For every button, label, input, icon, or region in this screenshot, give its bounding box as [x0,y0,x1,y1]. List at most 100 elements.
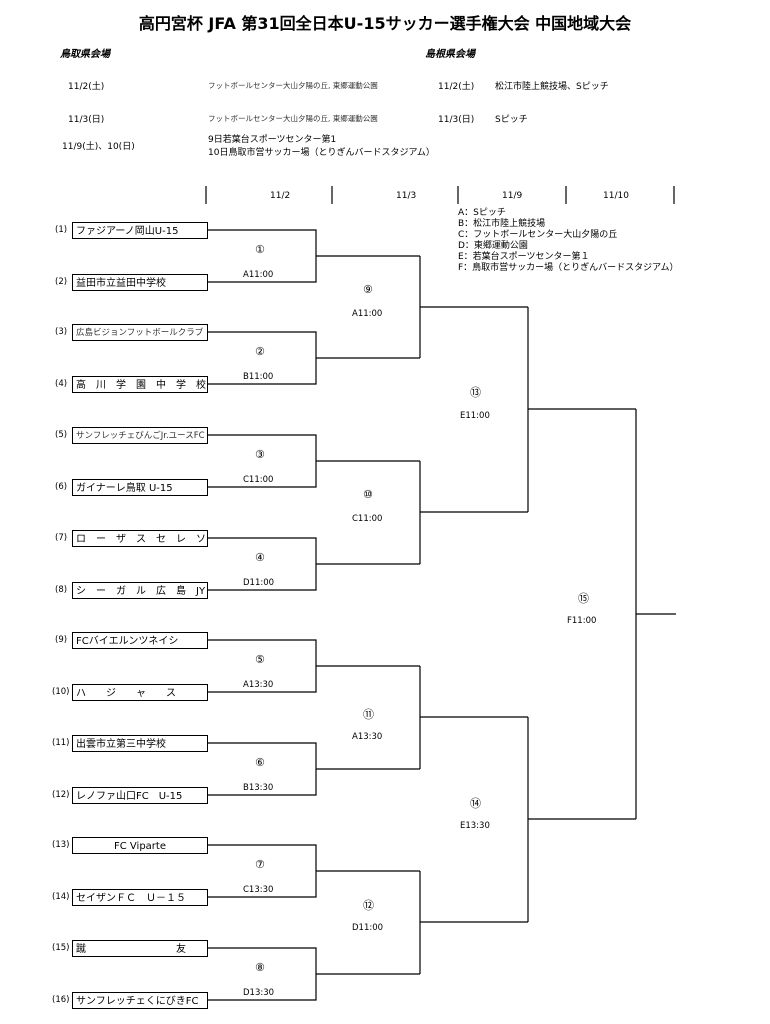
team-box: FCバイエルンツネイシ [72,632,208,649]
legend-item-a: A：Sピッチ [458,208,506,218]
tottori-date-3: 11/9(土)、10(日) [62,142,135,152]
bracket-r3-m13 [527,307,636,512]
match-time: E13:30 [460,821,490,831]
match-number: ⑤ [255,653,265,666]
round-date-2: 11/3 [396,191,417,201]
bracket-r2-m12 [419,871,528,974]
match-time: B13:30 [243,783,274,793]
team-box: 出雲市立第三中学校 [72,735,208,752]
match-time: C11:00 [352,514,383,524]
match-number: ⑬ [470,386,481,399]
team-box: ガイナーレ鳥取 U-15 [72,479,208,496]
match-number: ⑫ [363,899,374,912]
bracket-r1-m4 [208,537,420,591]
match-time: A13:30 [352,732,383,742]
team-box: レノファ山口FC U-15 [72,787,208,804]
tottori-place-2: フットボールセンター大山夕陽の丘, 東郷運動公園 [208,114,378,123]
bracket-r1-m5 [208,639,420,693]
shimane-place-2: Sピッチ [495,115,528,125]
bracket-r1-m8 [208,947,420,1001]
match-number: ⑦ [255,858,265,871]
match-number: ⑨ [363,283,373,296]
bracket-r2-m11 [419,666,528,769]
match-time: B11:00 [243,372,274,382]
team-box: シ ー ガ ル 広 島 JY [72,582,208,599]
bracket-r1-m2 [208,331,420,385]
match-number: ⑮ [578,592,589,605]
match-number: ② [255,345,265,358]
bracket-r2-m10 [419,461,528,564]
seed-label: (11) [52,738,70,748]
seed-label: (1) [55,225,68,235]
match-time: A11:00 [352,309,383,319]
tottori-venue-heading: 鳥取県会場 [60,49,110,60]
seed-label: (13) [52,840,70,850]
seed-label: (2) [55,277,68,287]
team-box: 益田市立益田中学校 [72,274,208,291]
team-box: 蹴 友 [72,940,208,957]
tottori-place-3a: 9日若葉台スポーツセンター第1 [208,135,337,145]
venue-legend: A：Sピッチ B：松江市陸上競技場 C：フットボールセンター大山夕陽の丘 D：東… [458,208,679,274]
match-time: E11:00 [460,411,490,421]
seed-label: (6) [55,482,68,492]
match-number: ④ [255,551,265,564]
legend-item-d: D：東郷運動公園 [458,241,528,251]
match-number: ⑩ [363,488,373,501]
header-tick [205,186,675,204]
bracket-r1-m7 [208,844,420,898]
match-time: D11:00 [243,578,275,588]
shimane-place-1: 松江市陸上競技場、Sピッチ [495,82,609,92]
tottori-date-1: 11/2(土) [68,82,105,92]
team-box: ロ ー ザ ス セ レ ソ ン [72,530,208,547]
seed-label: (4) [55,379,68,389]
match-time: D13:30 [243,988,275,998]
seed-label: (16) [52,995,70,1005]
page-title: 高円宮杯 JFA 第31回全日本U-15サッカー選手権大会 中国地域大会 [138,14,632,33]
round-date-4: 11/10 [603,191,629,201]
team-box: サンフレッチェくにびきFC [72,992,208,1009]
seed-label: (15) [52,943,70,953]
match-time: A11:00 [243,270,274,280]
seed-label: (10) [52,687,70,697]
seed-label: (8) [55,585,68,595]
shimane-venue-heading: 島根県会場 [425,49,475,60]
match-number: ① [255,243,265,256]
match-number: ⑧ [255,961,265,974]
team-box: ファジアーノ岡山U-15 [72,222,208,239]
legend-item-e: E：若葉台スポーツセンター第１ [458,252,590,262]
seed-label: (3) [55,327,68,337]
team-box: セイザンＦＣ Ｕ－１５ [72,889,208,906]
bracket-final-m15 [635,409,676,819]
tottori-place-1: フットボールセンター大山夕陽の丘, 東郷運動公園 [208,81,378,90]
seed-label: (12) [52,790,70,800]
match-time: F11:00 [567,616,597,626]
seed-label: (5) [55,430,68,440]
seed-label: (7) [55,533,68,543]
legend-item-b: B：松江市陸上競技場 [458,219,546,229]
match-time: D11:00 [352,923,384,933]
bracket-r1-m3 [208,434,420,488]
match-number: ⑥ [255,756,265,769]
bracket-r2-m9 [419,256,528,358]
bracket-r1-m6 [208,742,420,796]
match-time: C13:30 [243,885,274,895]
team-box: 広島ビジョンフットボールクラブ [72,324,208,341]
round-date-1: 11/2 [270,191,291,201]
team-box: 高 川 学 園 中 学 校 [72,376,208,393]
bracket-r3-m14 [527,717,636,922]
seed-label: (9) [55,635,68,645]
tottori-place-3b: 10日鳥取市営サッカー場（とりぎんバードスタジアム） [208,148,435,158]
shimane-date-2: 11/3(日) [438,115,475,125]
match-number: ⑭ [470,797,481,810]
shimane-date-1: 11/2(土) [438,82,475,92]
team-box: ハ ジ ャ ス [72,684,208,701]
match-time: A13:30 [243,680,274,690]
team-box: FC Viparte [72,837,208,854]
seed-label: (14) [52,892,70,902]
match-number: ③ [255,448,265,461]
legend-item-f: F：鳥取市営サッカー場（とりぎんバードスタジアム） [458,263,679,273]
bracket-r1-m1 [208,229,420,283]
match-time: C11:00 [243,475,274,485]
legend-item-c: C：フットボールセンター大山夕陽の丘 [458,230,618,240]
